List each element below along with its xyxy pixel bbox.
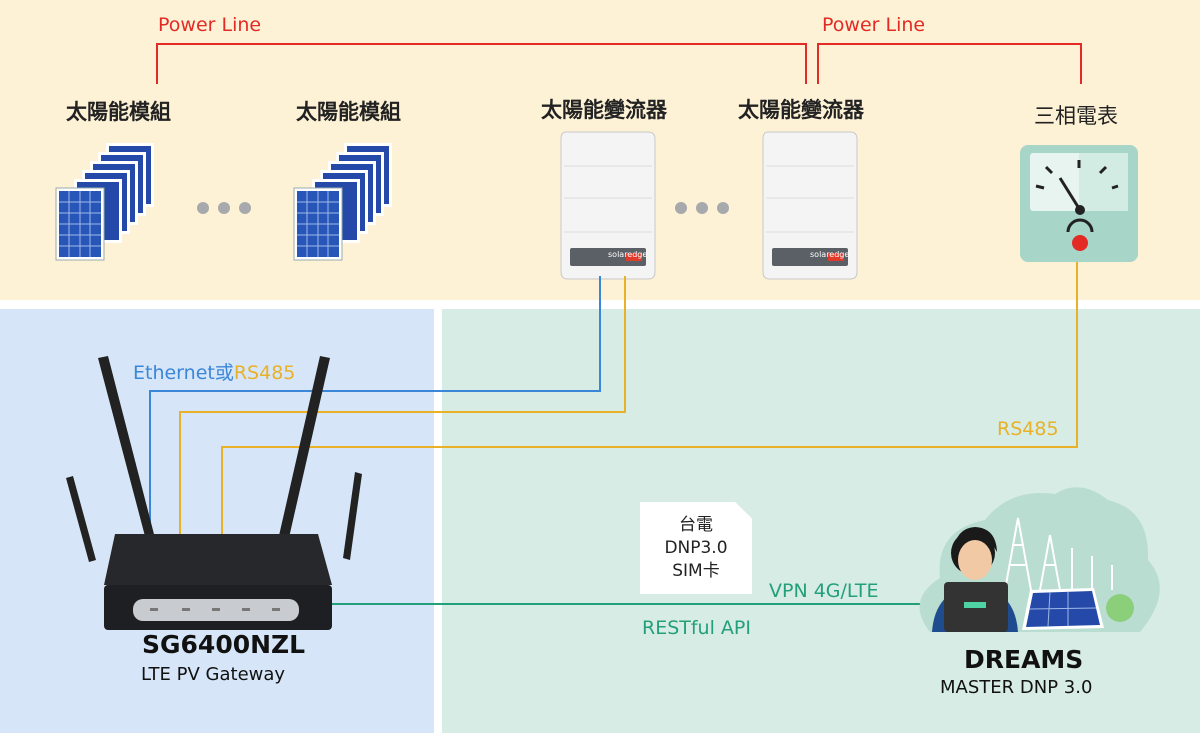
ellipsis-2-icon <box>675 202 729 214</box>
solar-panel-stack-2-icon <box>293 143 392 261</box>
gateway-router-icon <box>66 356 362 630</box>
sim-line-3: SIM卡 <box>672 561 720 581</box>
dreams-scene-icon <box>919 487 1160 632</box>
sim-line-1: 台電 <box>679 515 713 535</box>
dreams-title: DREAMS <box>964 645 1084 674</box>
solar-module-label-2: 太陽能模組 <box>296 100 401 124</box>
gateway-model: SG6400NZL <box>142 630 306 659</box>
meter-icon <box>1020 145 1138 262</box>
inverter-2-icon <box>762 131 858 280</box>
vpn-label: VPN 4G/LTE <box>769 580 879 602</box>
inverter-1-icon <box>560 131 656 280</box>
ethernet-line <box>149 276 601 540</box>
ethernet-label: Ethernet或RS485 <box>133 358 295 385</box>
ethernet-text: Ethernet或 <box>133 362 234 384</box>
inverter-label-1: 太陽能變流器 <box>541 98 667 122</box>
ellipsis-1-icon <box>197 202 251 214</box>
rs485-label-meter: RS485 <box>997 418 1059 440</box>
sim-card-note: 台電 DNP3.0 SIM卡 <box>640 502 752 594</box>
power-line-label-1: Power Line <box>158 14 262 36</box>
restful-label: RESTful API <box>642 617 751 639</box>
rs485-line-inverter <box>179 276 626 540</box>
solar-panel-stack-1-icon <box>55 143 154 261</box>
inverter-brand-1: solaredge <box>608 250 648 259</box>
power-line-1 <box>156 43 807 84</box>
rs485-text-a: RS485 <box>233 362 296 384</box>
sim-line-2: DNP3.0 <box>664 538 728 558</box>
left-zone <box>0 309 434 733</box>
power-line-2 <box>817 43 1082 84</box>
meter-label: 三相電表 <box>1034 104 1118 128</box>
dreams-subtitle: MASTER DNP 3.0 <box>940 677 1093 698</box>
inverter-brand-2: solaredge <box>810 250 850 259</box>
rs485-line-meter <box>221 262 1078 540</box>
solar-module-label-1: 太陽能模組 <box>66 100 171 124</box>
inverter-label-2: 太陽能變流器 <box>738 98 864 122</box>
gateway-subtitle: LTE PV Gateway <box>141 664 286 685</box>
power-line-label-2: Power Line <box>822 14 926 36</box>
